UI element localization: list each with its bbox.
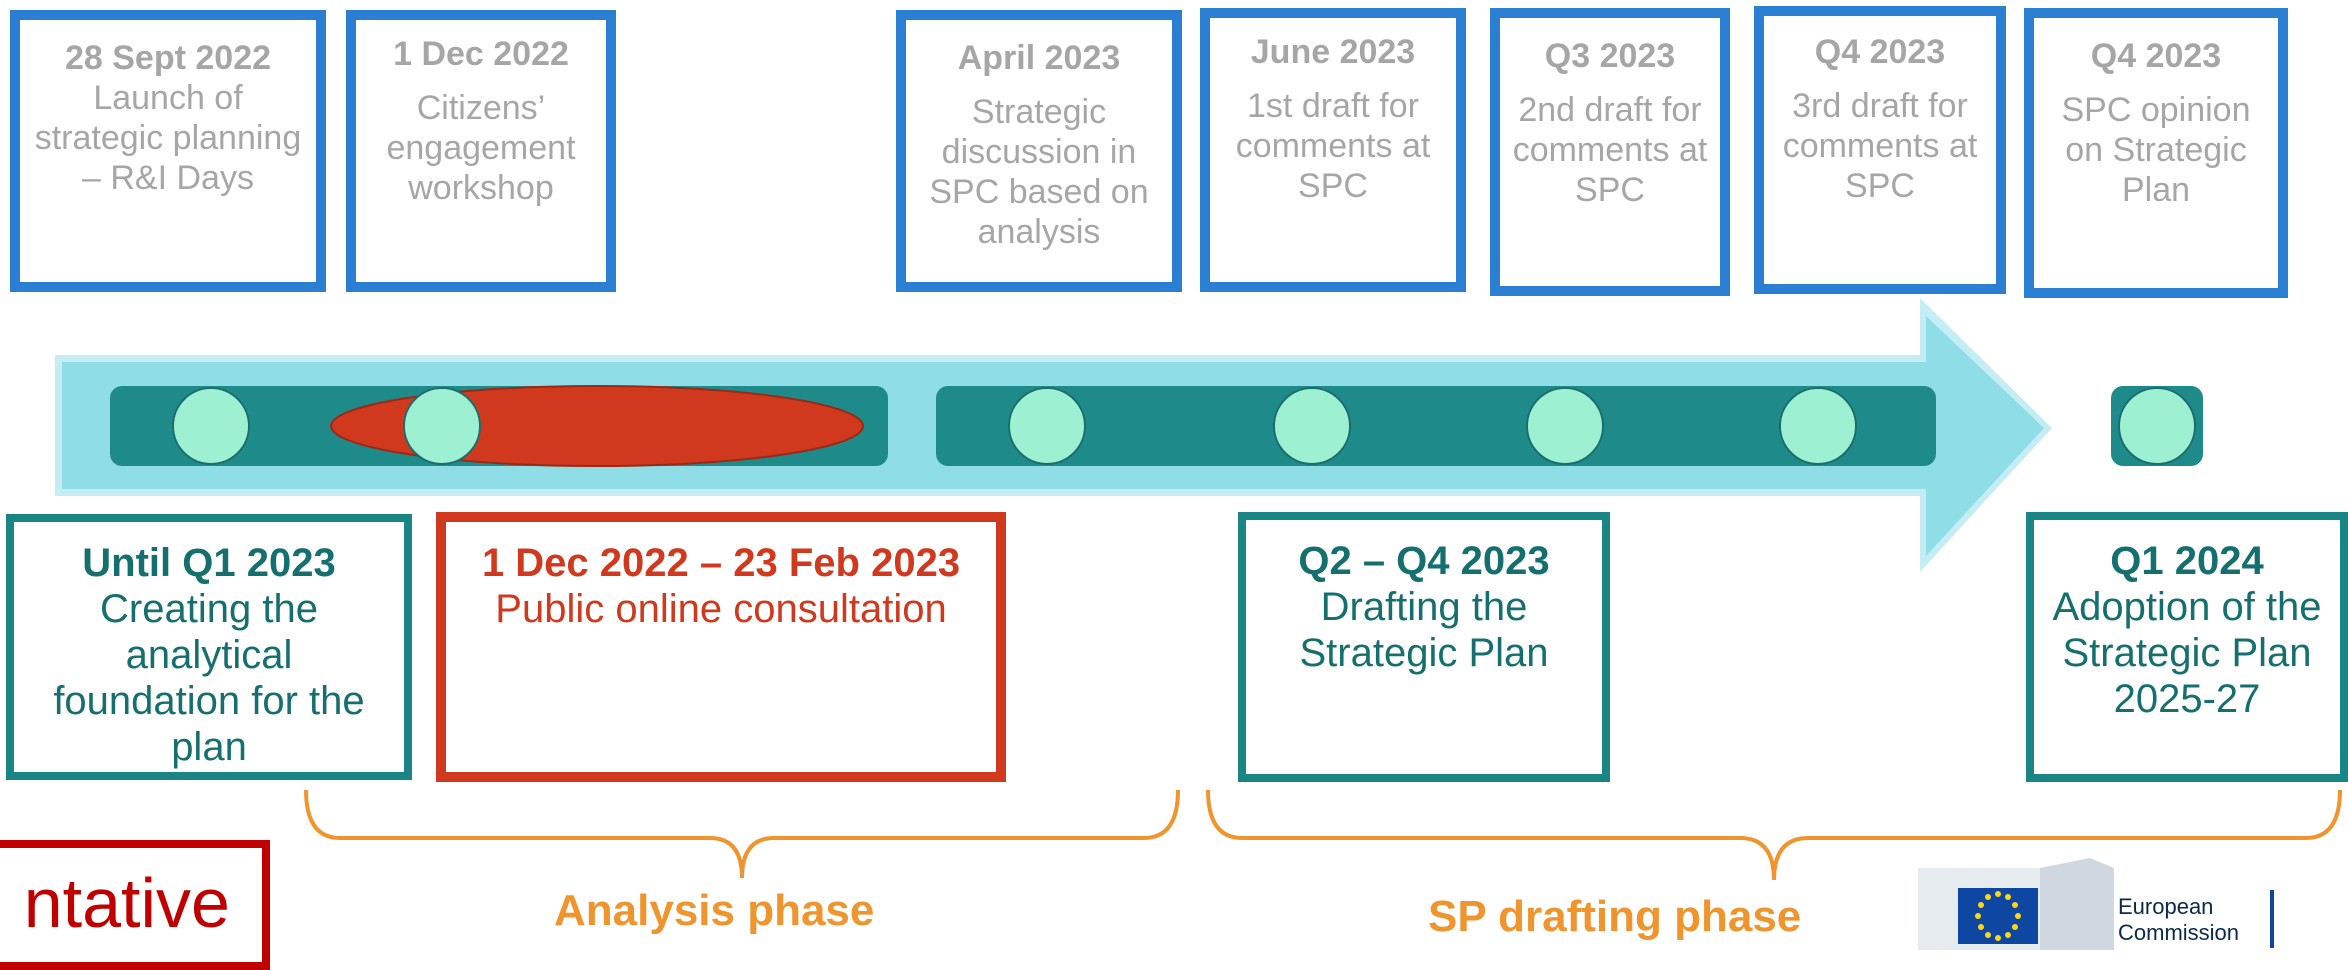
milestone-card-2: 1 Dec 2022 Citizens’ engagement workshop xyxy=(346,10,616,292)
period-card-adoption: Q1 2024 Adoption of the Strategic Plan 2… xyxy=(2026,512,2348,782)
milestone-node-4 xyxy=(1273,387,1351,465)
milestone-date: Q3 2023 xyxy=(1544,37,1676,75)
logo-line-1: European xyxy=(2118,894,2214,919)
milestone-node-3 xyxy=(1008,387,1086,465)
milestone-date: Q4 2023 xyxy=(1814,33,1946,71)
period-card-analytical: Until Q1 2023 Creating the analytical fo… xyxy=(6,514,412,780)
period-date: Until Q1 2023 xyxy=(82,541,336,585)
drafting-phase-label: SP drafting phase xyxy=(1428,892,1802,941)
milestone-description: Citizens’ engagement workshop xyxy=(386,89,576,207)
period-description: Adoption of the Strategic Plan 2025-27 xyxy=(2052,585,2322,721)
milestone-card-6: Q4 2023 3rd draft for comments at SPC xyxy=(1754,6,2006,294)
milestone-node-1 xyxy=(172,387,250,465)
analysis-phase-brace xyxy=(304,789,1180,879)
milestone-description: SPC opinion on Strategic Plan xyxy=(2061,91,2251,209)
period-card-drafting: Q2 – Q4 2023 Drafting the Strategic Plan xyxy=(1238,512,1610,782)
period-description: Creating the analytical foundation for t… xyxy=(53,587,365,769)
track-right xyxy=(936,386,1936,466)
milestone-description: 2nd draft for comments at SPC xyxy=(1512,91,1708,209)
milestone-node-5 xyxy=(1526,387,1604,465)
milestone-date: June 2023 xyxy=(1250,33,1416,71)
milestone-date: April 2023 xyxy=(957,39,1121,77)
tentative-stamp: ntative xyxy=(0,840,270,970)
logo-line-2: Commission xyxy=(2118,920,2240,945)
milestone-date: 1 Dec 2022 xyxy=(393,35,569,73)
milestone-card-5: Q3 2023 2nd draft for comments at SPC xyxy=(1490,8,1730,296)
period-card-consultation: 1 Dec 2022 – 23 Feb 2023 Public online c… xyxy=(436,512,1006,782)
eu-flag-icon xyxy=(1918,858,2274,950)
period-date: 1 Dec 2022 – 23 Feb 2023 xyxy=(481,541,961,585)
milestone-card-4: June 2023 1st draft for comments at SPC xyxy=(1200,8,1466,292)
period-date: Q1 2024 xyxy=(2110,539,2264,583)
milestone-node-7 xyxy=(2118,387,2196,465)
milestone-card-1: 28 Sept 2022 Launch of strategic plannin… xyxy=(10,10,326,292)
milestone-card-3: April 2023 Strategic discussion in SPC b… xyxy=(896,10,1182,292)
period-date: Q2 – Q4 2023 xyxy=(1298,539,1550,583)
milestone-description: 1st draft for comments at SPC xyxy=(1235,87,1431,205)
milestone-description: Strategic discussion in SPC based on ana… xyxy=(929,93,1149,251)
milestone-description: 3rd draft for comments at SPC xyxy=(1782,87,1978,205)
period-description: Public online consultation xyxy=(495,587,947,631)
period-description: Drafting the Strategic Plan xyxy=(1299,585,1549,675)
milestone-description: Launch of strategic planning – R&I Days xyxy=(34,79,302,197)
drafting-phase-brace xyxy=(1206,789,2342,881)
milestone-date: Q4 2023 xyxy=(2090,37,2222,75)
milestone-node-6 xyxy=(1779,387,1857,465)
milestone-date: 28 Sept 2022 xyxy=(64,39,272,77)
milestone-card-7: Q4 2023 SPC opinion on Strategic Plan xyxy=(2024,8,2288,298)
european-commission-logo: European Commission xyxy=(2118,894,2239,946)
analysis-phase-label: Analysis phase xyxy=(554,886,875,935)
milestone-node-2 xyxy=(403,387,481,465)
